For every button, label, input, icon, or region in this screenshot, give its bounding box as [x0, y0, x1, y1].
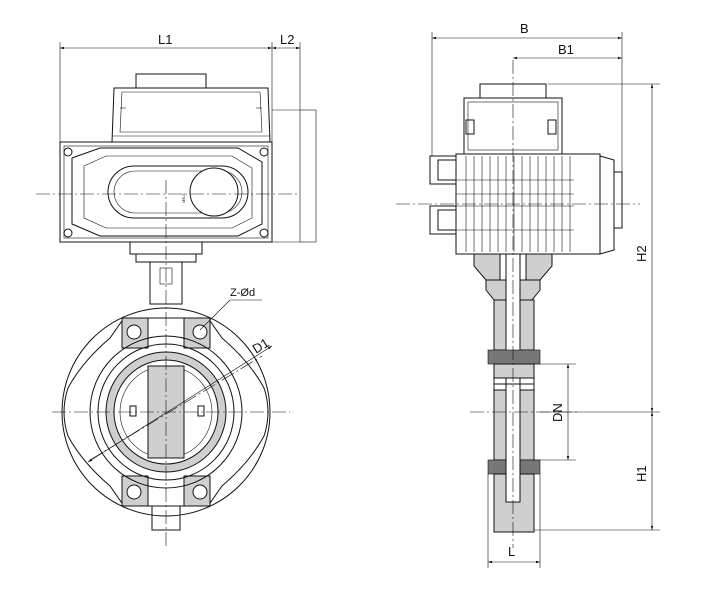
dim-bolt-holes: Z-Ød — [199, 287, 262, 331]
dim-DN: DN — [534, 363, 576, 461]
dim-DN-label: DN — [550, 403, 565, 422]
dim-L1: L1 — [59, 32, 273, 142]
actuator-side-protrusion — [272, 109, 317, 243]
side-view: B B1 H2 H1 DN — [396, 21, 660, 568]
dim-H1-label: H1 — [634, 465, 649, 482]
dim-H2-label: H2 — [634, 245, 649, 262]
dim-L: L — [487, 474, 541, 568]
dim-L2-label: L2 — [280, 32, 294, 47]
dim-B1: B1 — [513, 42, 622, 60]
dim-B-label: B — [520, 21, 529, 36]
actuator-body: MB-5 — [59, 141, 273, 243]
dim-H1: H1 — [534, 412, 660, 531]
dim-D1-label: D1 — [250, 335, 272, 357]
dim-bolt-holes-label: Z-Ød — [230, 287, 255, 299]
dim-L1-label: L1 — [158, 32, 172, 47]
dim-D1: D1 — [87, 335, 273, 463]
dim-L-label: L — [508, 544, 515, 559]
dim-L2: L2 — [272, 32, 301, 110]
dim-B1-label: B1 — [558, 42, 574, 57]
dim-H2: H2 — [540, 83, 660, 413]
nameplate-text: MB-5 — [181, 193, 186, 203]
actuator-top-cover — [111, 73, 271, 143]
dim-B: B — [431, 21, 623, 172]
side-valve-body — [487, 349, 541, 533]
front-view: MB-5 — [36, 32, 317, 548]
